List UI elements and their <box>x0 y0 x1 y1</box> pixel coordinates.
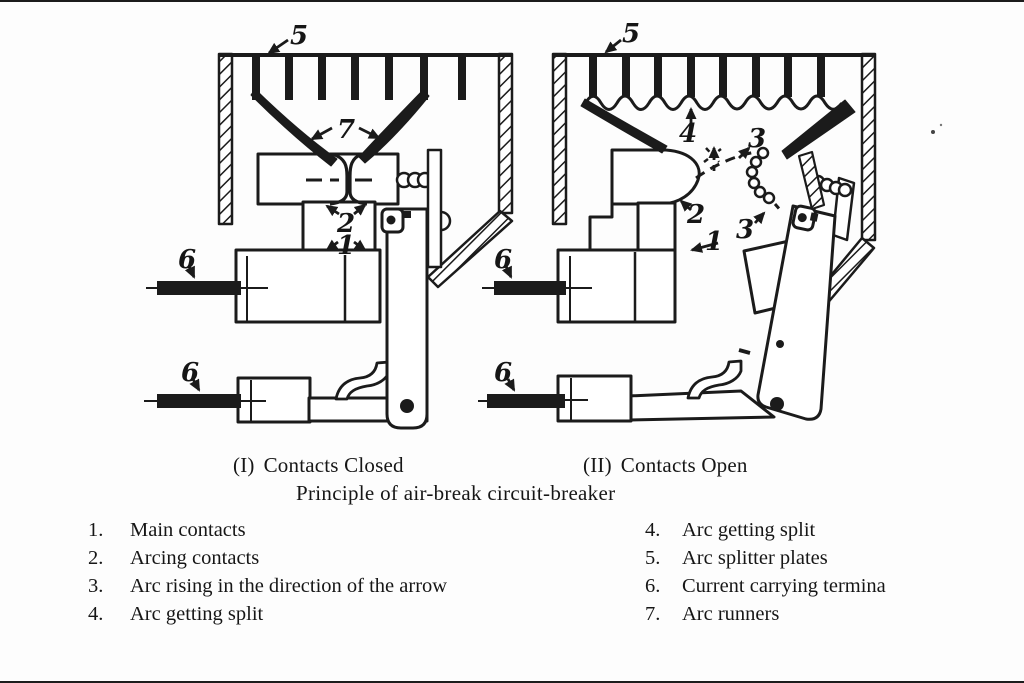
caption-text: Contacts Closed <box>263 453 404 477</box>
arc-bubble-chain <box>745 146 776 205</box>
legend-column-right: 4. Arc getting split 5. Arc splitter plate… <box>645 516 1005 628</box>
callout-arrows-left-figure <box>184 38 381 392</box>
legend-number: 4. <box>88 603 104 625</box>
caption-contacts-closed: (I) Contacts Closed <box>233 453 404 478</box>
ink-speck <box>939 123 943 127</box>
label-arc-rising: 3 <box>748 124 766 154</box>
legend-number: 5. <box>645 547 661 569</box>
upper-terminal <box>494 281 566 295</box>
upper-terminal <box>157 281 241 295</box>
lower-terminal <box>157 394 241 408</box>
pivot <box>770 397 784 411</box>
page-bottom-border <box>0 681 1024 683</box>
label-arc-runners: 7 <box>337 115 355 145</box>
moving-lever <box>385 207 429 430</box>
left-wall-hatched <box>217 52 234 226</box>
lower-terminal <box>487 394 565 408</box>
caption-marker: (I) <box>233 453 255 477</box>
label-terminal: 6 <box>494 245 512 275</box>
label-terminal: 6 <box>178 245 196 275</box>
figure-contacts-closed <box>144 38 514 430</box>
arc-runner-left <box>250 88 338 167</box>
legend-number: 7. <box>645 603 661 625</box>
left-wall-hatched <box>551 52 568 226</box>
lower-bushing <box>556 374 633 423</box>
legend-item: 4. Arc getting split <box>88 600 558 628</box>
diagonal-wall-hatched <box>426 209 514 289</box>
arc-runner-right <box>358 89 430 164</box>
arc-dashed-path <box>695 150 757 180</box>
pivot <box>400 399 414 413</box>
legend-item: 7. Arc runners <box>645 600 1005 628</box>
legend-number: 3. <box>88 575 104 597</box>
legend-label: Arc rising in the direction of the arrow <box>130 575 448 597</box>
arc-splitter-plates <box>252 57 466 100</box>
latch <box>791 204 819 232</box>
arc-runner-left <box>580 98 668 154</box>
legend-number: 2. <box>88 547 104 569</box>
legend-label: Arcing contacts <box>130 547 260 569</box>
label-arcing-contacts: 2 <box>336 209 355 239</box>
label-arcing-contacts: 2 <box>686 200 705 230</box>
label-main-contacts: 1 <box>337 231 355 261</box>
ink-speck <box>931 130 935 134</box>
right-wall-hatched <box>497 52 514 215</box>
arc-runner-right <box>781 99 856 160</box>
main-contact-block <box>234 248 382 324</box>
moving-lever <box>756 204 837 421</box>
page-top-border <box>0 0 1024 2</box>
scroll-moulding <box>686 359 743 400</box>
label-arc-getting-split: 4 <box>679 119 697 149</box>
legend-label: Arc runners <box>682 603 780 625</box>
legend-item: 3. Arc rising in the direction of the arr… <box>88 572 558 600</box>
legend-number: 4. <box>645 519 661 541</box>
diagram-number-labels: 5 7 2 1 6 6 5 4 3 2 3 1 6 6 <box>178 19 766 388</box>
label-arc-splitter-plates: 5 <box>622 19 640 49</box>
arcing-contact-finger-left <box>329 152 349 206</box>
label-terminal: 6 <box>181 358 199 388</box>
main-contact-block <box>556 248 677 324</box>
arc-rising-arrow <box>738 146 751 159</box>
legend-label: Arc getting split <box>130 603 264 625</box>
legend-label: Arc splitter plates <box>682 547 828 569</box>
caption-text: Contacts Open <box>620 453 748 477</box>
legend-item: 2. Arcing contacts <box>88 544 558 572</box>
caption-marker: (II) <box>583 453 612 477</box>
legend-label: Current carrying termina <box>682 575 886 597</box>
moving-arc-runner-hatched <box>797 150 826 211</box>
legend-label: Arc getting split <box>682 519 816 541</box>
upper-contact-body <box>610 148 701 206</box>
spring-plate <box>426 148 443 269</box>
callout-arrows-right-figure <box>501 38 766 392</box>
legend-item: 4. Arc getting split <box>645 516 1005 544</box>
scroll-moulding <box>334 360 391 401</box>
legend-column-left: 1. Main contacts 2. Arcing contacts 3. Arc … <box>88 516 558 628</box>
caption-contacts-open: (II) Contacts Open <box>583 453 748 478</box>
label-main-contacts: 1 <box>705 227 723 257</box>
legend-item: 6. Current carrying termina <box>645 572 1005 600</box>
label-terminal: 6 <box>494 358 512 388</box>
figure-subtitle: Principle of air-break circuit-breaker <box>296 481 616 505</box>
legend-label: Main contacts <box>130 519 246 541</box>
legend-item: 5. Arc splitter plates <box>645 544 1005 572</box>
legend-number: 6. <box>645 575 661 597</box>
legend-item: 1. Main contacts <box>88 516 558 544</box>
label-arc-rising: 3 <box>736 215 754 245</box>
label-arc-splitter-plates: 5 <box>290 21 308 51</box>
legend-number: 1. <box>88 519 104 541</box>
arcing-contact-block <box>636 201 677 254</box>
right-wall-hatched <box>860 52 877 242</box>
arcing-contact-finger-right <box>348 152 368 206</box>
split-arc-wave <box>583 94 849 112</box>
figure-contacts-open <box>478 38 943 423</box>
arc-splitter-plates <box>589 57 825 97</box>
